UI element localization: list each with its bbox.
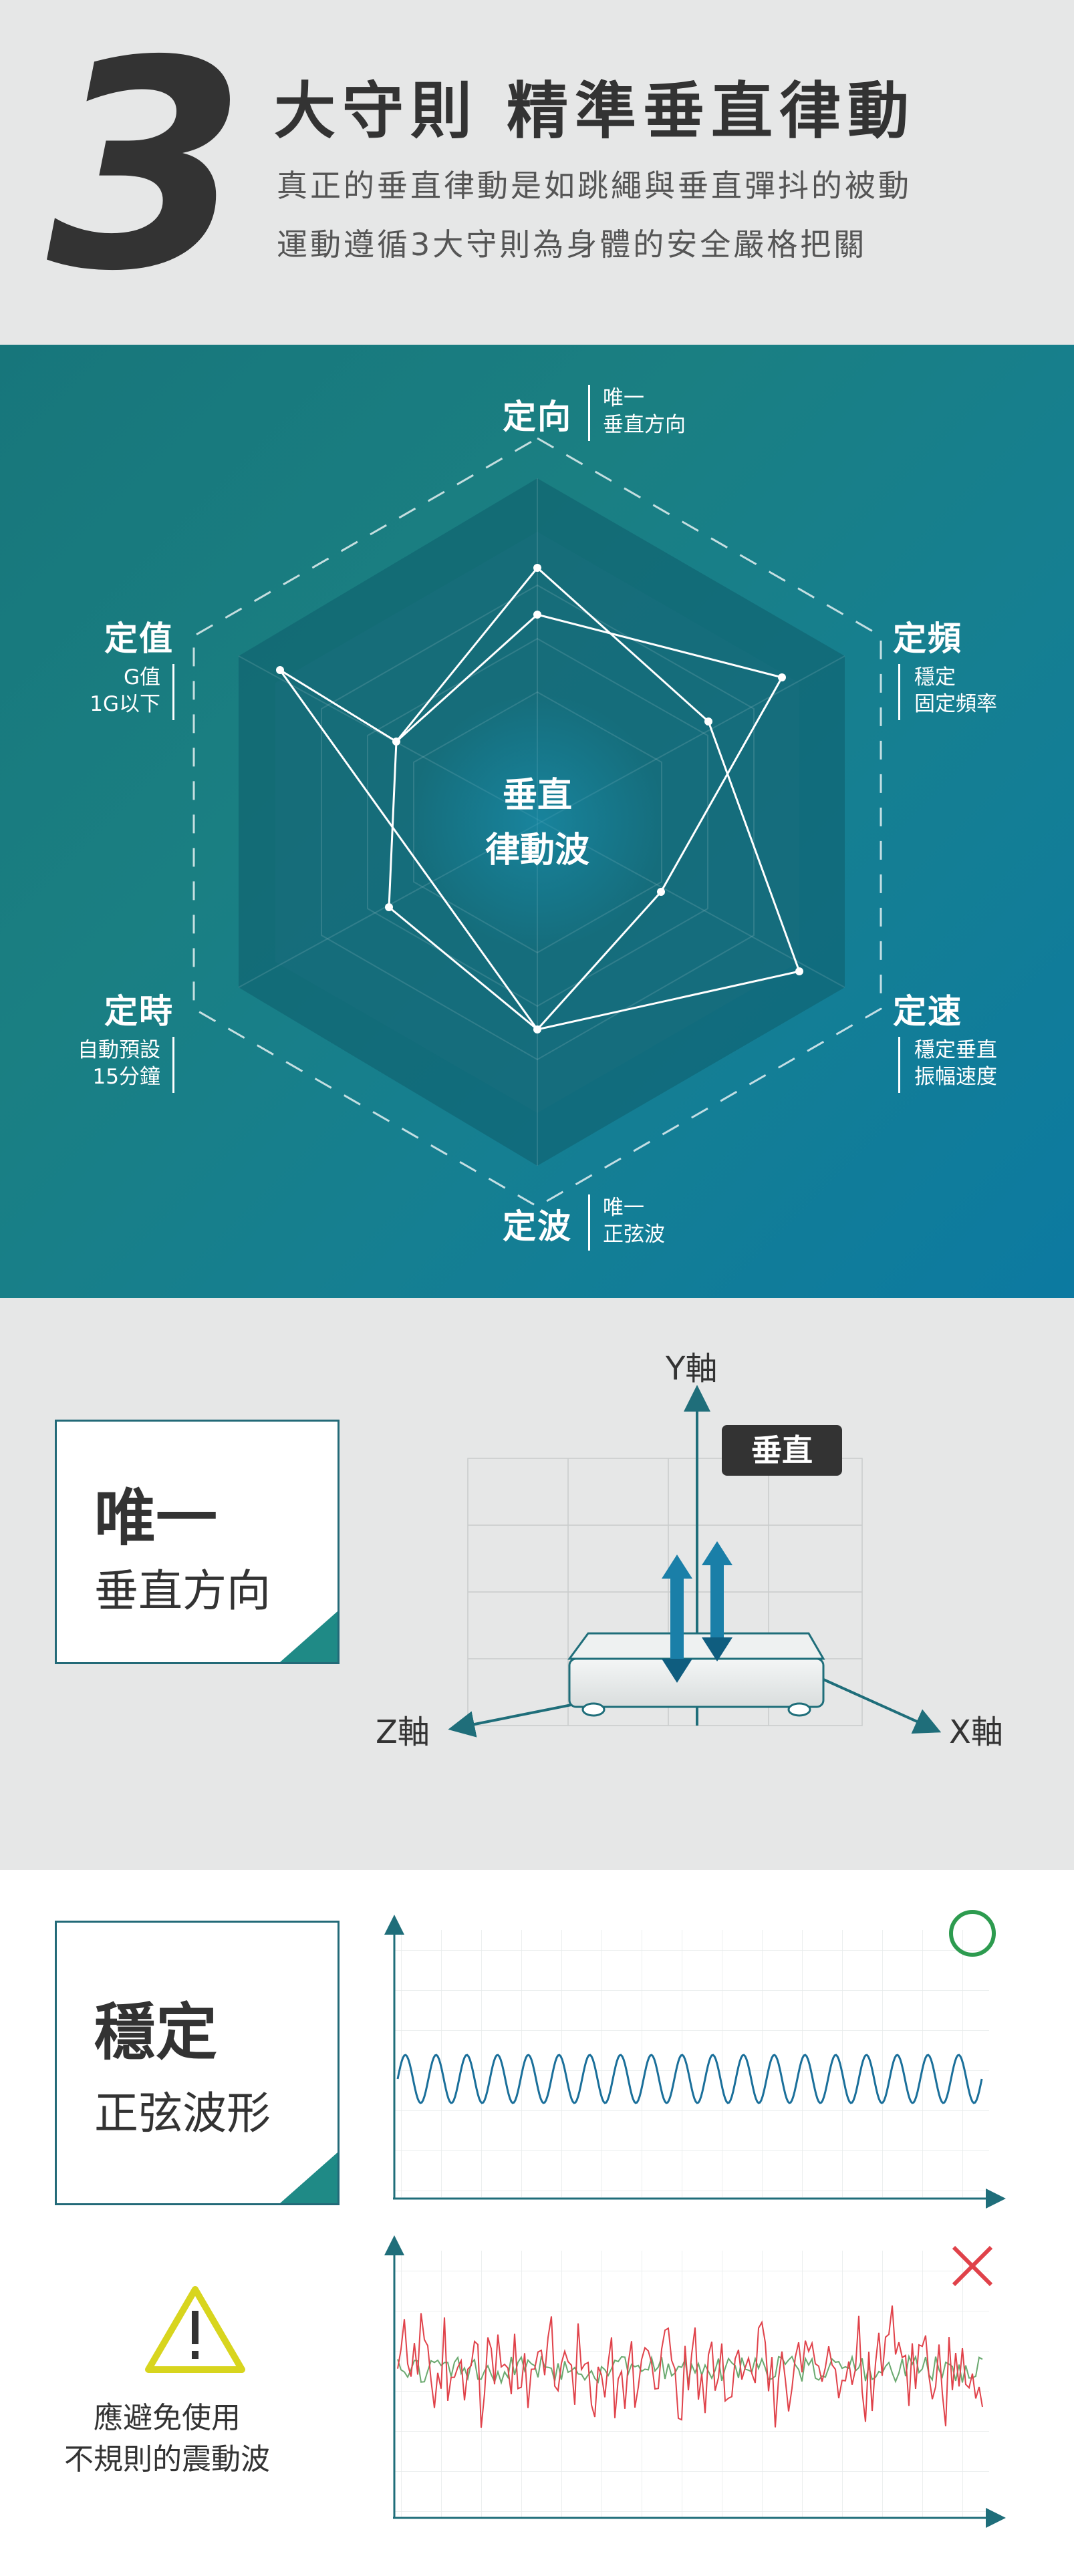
sub-line: 垂直方向 bbox=[603, 413, 686, 437]
label-value: 定值 bbox=[104, 612, 174, 660]
divider-value bbox=[172, 664, 174, 720]
sub-line: 振幅速度 bbox=[914, 1065, 997, 1089]
wrong-x-icon bbox=[952, 2245, 993, 2287]
sine-chart-grid bbox=[394, 1930, 989, 2197]
label-time: 定時 bbox=[104, 985, 174, 1033]
correct-circle-icon bbox=[949, 1910, 996, 1957]
direction-card-title: 唯一 bbox=[94, 1482, 218, 1554]
sub-line: 唯一 bbox=[603, 1196, 644, 1220]
label-wave-title: 定波 bbox=[503, 1207, 572, 1246]
label-speed-title: 定速 bbox=[893, 992, 962, 1031]
sine-wave bbox=[396, 2054, 983, 2104]
card-corner-accent bbox=[280, 2152, 338, 2203]
big-number-three: 3 bbox=[47, 0, 247, 334]
divider-time bbox=[172, 1037, 174, 1093]
header-section: 3 大守則 精準垂直律動 真正的垂直律動是如跳繩與垂直彈抖的被動 運動遵循3大守… bbox=[0, 0, 1074, 345]
sub-line: G值 bbox=[123, 665, 160, 689]
direction-card: 唯一 垂直方向 bbox=[55, 1420, 340, 1664]
axis-section: 唯一 垂直方向 bbox=[0, 1298, 1074, 1870]
warning-icon bbox=[145, 2286, 245, 2373]
noise-chart-grid bbox=[394, 2251, 989, 2518]
x-axis-label: X軸 bbox=[949, 1714, 1003, 1751]
x-axis-arrow bbox=[821, 1677, 942, 1734]
noise-wave-red bbox=[397, 2305, 983, 2428]
label-value-sub: G值 1G以下 bbox=[40, 664, 160, 717]
center-line-2: 律動波 bbox=[485, 830, 589, 870]
label-direction: 定向 bbox=[503, 390, 572, 438]
radar-chart-graphic bbox=[192, 437, 882, 1208]
waves-graphic bbox=[145, 1910, 1006, 2528]
card-corner-accent bbox=[280, 1611, 338, 1662]
label-direction-sub: 唯一 垂直方向 bbox=[603, 385, 686, 438]
center-line-1: 垂直 bbox=[502, 776, 572, 816]
sub-line: 唯一 bbox=[603, 386, 644, 410]
label-time-title: 定時 bbox=[104, 992, 174, 1031]
sub-line: 正弦波 bbox=[603, 1223, 665, 1247]
page-title: 大守則 精準垂直律動 bbox=[274, 75, 916, 147]
vertical-badge: 垂直 bbox=[722, 1425, 842, 1476]
warning-line-2: 不規則的震動波 bbox=[64, 2442, 270, 2476]
z-axis-label: Z軸 bbox=[376, 1714, 430, 1751]
radar-section: 垂直 律動波 定向 唯一 垂直方向 定頻 穩定 固定頻率 定速 穩定垂直 振幅速… bbox=[0, 345, 1074, 1298]
vertical-motion-arrows bbox=[662, 1541, 732, 1683]
warning-text: 應避免使用 不規則的震動波 bbox=[27, 2398, 307, 2480]
label-wave-sub: 唯一 正弦波 bbox=[603, 1194, 665, 1248]
vibration-platform bbox=[567, 1632, 825, 1717]
sine-card: 穩定 正弦波形 bbox=[55, 1921, 340, 2205]
sine-card-subtitle: 正弦波形 bbox=[94, 2088, 271, 2139]
label-frequency: 定頻 bbox=[893, 612, 962, 660]
warning-line-1: 應避免使用 bbox=[94, 2401, 241, 2435]
radar-center-label: 垂直 律動波 bbox=[468, 768, 607, 878]
waves-section: 穩定 正弦波形 bbox=[0, 1870, 1074, 2576]
sub-line: 固定頻率 bbox=[914, 692, 997, 716]
label-direction-title: 定向 bbox=[503, 397, 572, 436]
subtitle-line-1: 真正的垂直律動是如跳繩與垂直彈抖的被動 bbox=[277, 168, 912, 204]
label-frequency-title: 定頻 bbox=[893, 619, 962, 658]
sine-card-title: 穩定 bbox=[94, 1997, 218, 2068]
radar-center-glow bbox=[410, 695, 664, 949]
y-axis-label: Y軸 bbox=[666, 1350, 718, 1388]
divider-direction bbox=[588, 385, 590, 441]
sub-line: 穩定 bbox=[914, 665, 956, 689]
sub-line: 15分鐘 bbox=[92, 1065, 160, 1089]
sub-line: 1G以下 bbox=[90, 692, 160, 716]
label-speed-sub: 穩定垂直 振幅速度 bbox=[914, 1037, 997, 1090]
label-time-sub: 自動預設 15分鐘 bbox=[40, 1037, 160, 1090]
label-value-title: 定值 bbox=[104, 619, 174, 658]
divider-wave bbox=[588, 1194, 590, 1251]
subtitle-line-2: 運動遵循3大守則為身體的安全嚴格把關 bbox=[277, 226, 867, 263]
direction-card-subtitle: 垂直方向 bbox=[94, 1565, 271, 1617]
radar-points bbox=[276, 564, 803, 1033]
sub-line: 自動預設 bbox=[78, 1038, 160, 1062]
divider-frequency bbox=[898, 664, 900, 720]
axis-diagram bbox=[448, 1385, 942, 1738]
label-wave: 定波 bbox=[503, 1200, 572, 1248]
label-speed: 定速 bbox=[893, 985, 962, 1033]
divider-speed bbox=[898, 1037, 900, 1093]
sub-line: 穩定垂直 bbox=[914, 1038, 997, 1062]
label-frequency-sub: 穩定 固定頻率 bbox=[914, 664, 997, 717]
